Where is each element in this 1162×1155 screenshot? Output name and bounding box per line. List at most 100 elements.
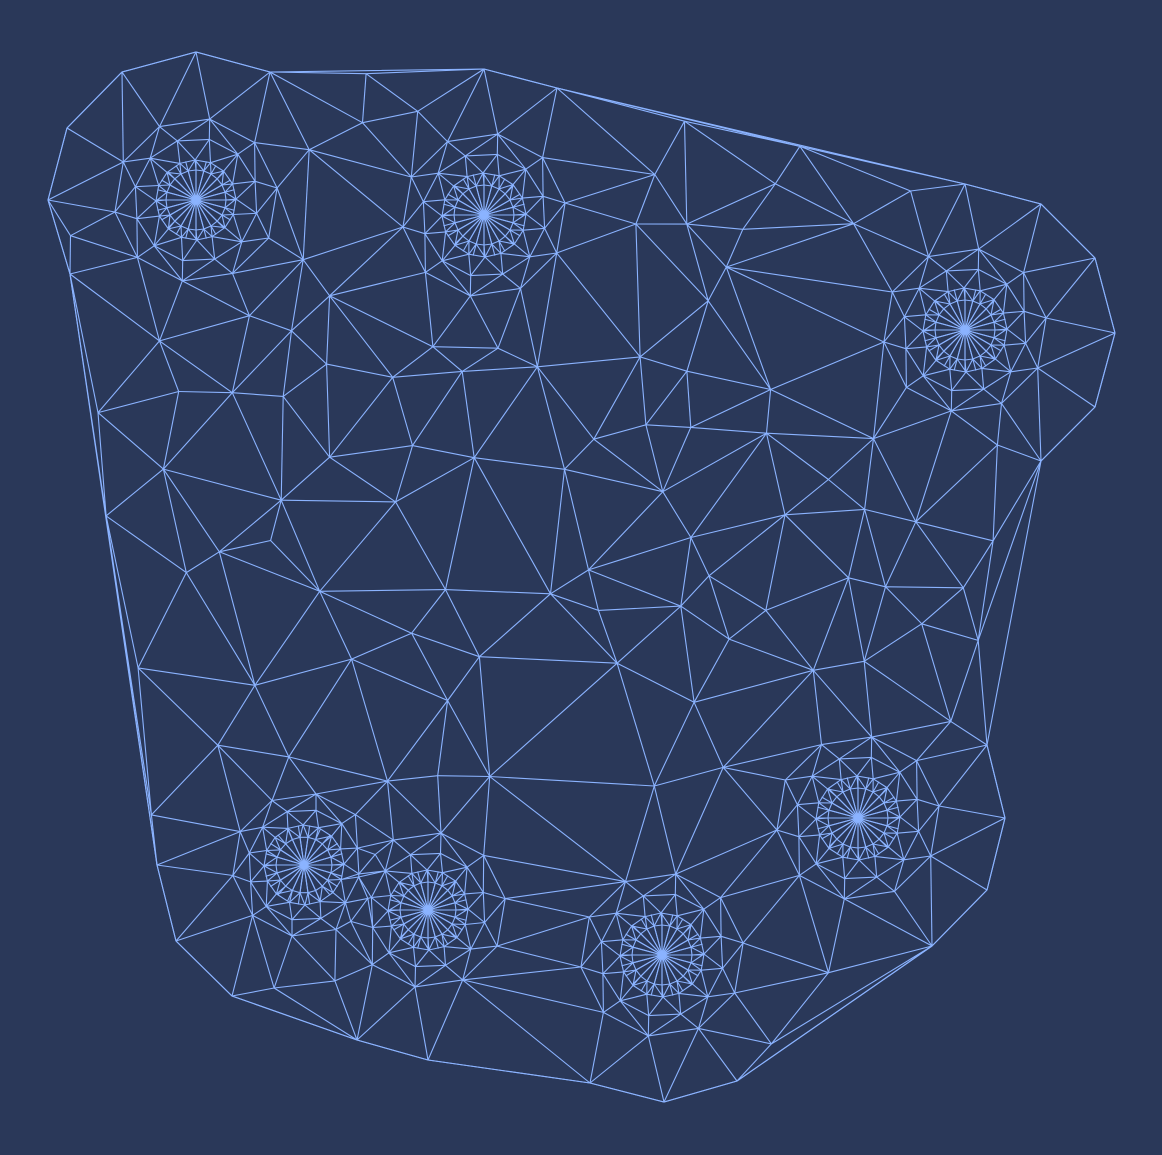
mesh-edge	[784, 508, 865, 516]
mesh-edge	[362, 110, 418, 124]
mesh-edge	[432, 346, 499, 349]
mesh-edge	[812, 775, 842, 781]
hub-spoke	[185, 161, 197, 201]
mesh-edge	[811, 776, 820, 803]
mesh-edge	[105, 468, 164, 517]
mesh-edge	[873, 771, 900, 780]
mesh-edge	[286, 793, 317, 813]
mesh-edge	[722, 669, 814, 768]
mesh-edge	[640, 975, 648, 982]
mesh-edge	[815, 848, 830, 865]
mesh-edge	[235, 180, 256, 200]
mesh-edge	[653, 912, 662, 927]
hub-spoke	[821, 796, 859, 819]
mesh-edge	[149, 126, 161, 159]
hub-spoke	[427, 889, 463, 911]
mesh-edge	[121, 71, 124, 163]
mesh-edge	[423, 199, 445, 203]
mesh-edge	[529, 252, 557, 258]
mesh-edge	[280, 396, 284, 501]
mesh-edge	[180, 170, 189, 175]
mesh-edge	[221, 184, 226, 193]
mesh-edge	[291, 330, 327, 365]
mesh-edge	[723, 744, 822, 768]
mesh-edge	[287, 809, 317, 813]
mesh-edge	[415, 949, 430, 967]
mesh-edge	[537, 356, 641, 368]
mesh-edge	[390, 882, 400, 896]
mesh-edge	[327, 879, 334, 893]
mesh-edge	[302, 149, 310, 260]
hub-spoke	[964, 289, 977, 331]
mesh-edge	[252, 914, 293, 937]
mesh-edge	[512, 184, 523, 199]
mesh-edge	[231, 273, 250, 316]
mesh-edge	[454, 199, 459, 208]
mesh-edge	[411, 589, 446, 634]
mesh-edge	[916, 760, 918, 800]
mesh-edge	[876, 876, 895, 892]
mesh-edge	[151, 744, 219, 816]
mesh-edge	[512, 197, 523, 208]
mesh-edge	[299, 824, 304, 838]
hub-spoke	[661, 924, 693, 956]
hub-spoke	[407, 909, 429, 945]
mesh-edge	[642, 895, 646, 917]
mesh-edge	[699, 909, 705, 939]
mesh-edge	[224, 183, 234, 193]
mesh-edge	[263, 856, 278, 867]
mesh-edge	[765, 610, 814, 671]
mesh-edge	[400, 933, 415, 940]
mesh-edge	[158, 185, 168, 193]
mesh-edge	[412, 947, 417, 967]
mesh-edge	[662, 996, 682, 1015]
mesh-edge	[384, 870, 392, 896]
mesh-edge	[440, 776, 491, 834]
mesh-edge	[482, 172, 500, 177]
mesh-edge	[680, 537, 692, 607]
mesh-edge	[262, 827, 268, 851]
mesh-edge	[219, 551, 320, 592]
mesh-edge	[322, 885, 334, 894]
hub-spoke	[443, 203, 485, 216]
mesh-edge	[1006, 328, 1026, 344]
mesh-edge	[925, 314, 937, 323]
mesh-edge	[972, 355, 981, 360]
mesh-edge	[97, 412, 164, 470]
mesh-edge	[497, 153, 527, 170]
mesh-edge	[271, 800, 288, 813]
mesh-edge	[992, 444, 998, 541]
mesh-edge	[442, 253, 469, 262]
mesh-edge	[1023, 311, 1027, 344]
mesh-edge	[399, 902, 402, 911]
hub-spoke	[846, 817, 859, 859]
mesh-edge	[166, 172, 171, 186]
mesh-edge	[690, 947, 693, 956]
mesh-edge	[387, 910, 402, 918]
hub-spoke	[427, 909, 439, 949]
mesh-edge	[784, 479, 829, 516]
mesh-edge	[873, 387, 907, 439]
mesh-edge	[414, 966, 417, 987]
mesh-edge	[918, 287, 935, 302]
mesh-edge	[231, 392, 282, 501]
mesh-edge	[444, 185, 455, 201]
mesh-edge	[844, 890, 895, 900]
mesh-edge	[203, 162, 211, 172]
mesh-edge	[886, 809, 901, 818]
mesh-edge	[619, 955, 625, 973]
mesh-edge	[452, 923, 466, 926]
mesh-edge	[372, 910, 389, 928]
mesh-edge	[951, 388, 984, 392]
mesh-edge	[1010, 343, 1027, 373]
mesh-edge	[224, 192, 227, 201]
mesh-edge	[978, 248, 1008, 285]
mesh-edge	[280, 499, 321, 592]
mesh-edge	[726, 266, 893, 293]
mesh-edge	[950, 388, 985, 412]
mesh-edge	[690, 962, 702, 971]
mesh-edge	[928, 256, 947, 272]
mesh-edge	[437, 775, 490, 778]
hub-spoke	[427, 909, 463, 931]
mesh-edge	[922, 346, 928, 376]
